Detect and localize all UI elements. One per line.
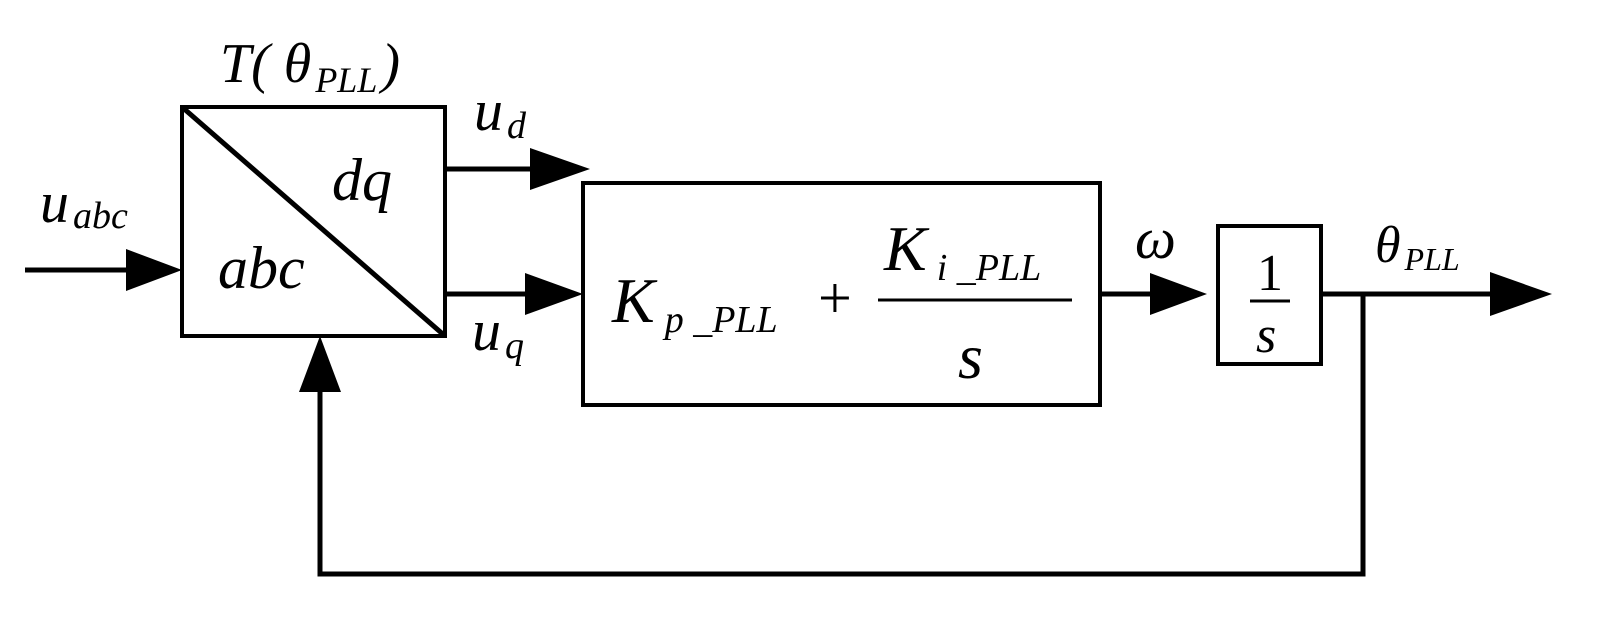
output-arrowhead bbox=[1490, 272, 1552, 316]
ud-arrowhead bbox=[530, 148, 590, 190]
integrator-denominator: s bbox=[1256, 307, 1276, 364]
kp-term: K p _PLL bbox=[611, 265, 778, 341]
omega-label: ω bbox=[1135, 206, 1176, 271]
input-label: u abc bbox=[40, 170, 128, 237]
output-label: θ PLL bbox=[1375, 217, 1460, 277]
ud-label: u d bbox=[474, 78, 527, 147]
ki-term: K i _PLL bbox=[883, 213, 1041, 289]
transform-title: T( θ PLL ) bbox=[220, 33, 400, 100]
integrator-numerator: 1 bbox=[1257, 245, 1283, 302]
uq-arrowhead bbox=[525, 273, 583, 315]
transform-dq-label: dq bbox=[332, 147, 392, 213]
feedback-arrowhead bbox=[299, 336, 341, 392]
omega-arrowhead bbox=[1150, 273, 1207, 315]
input-arrowhead bbox=[126, 249, 182, 291]
feedback-path bbox=[317, 294, 1366, 577]
transform-diagonal bbox=[180, 105, 447, 338]
pi-denominator: s bbox=[958, 321, 983, 392]
uq-label: u q bbox=[472, 298, 524, 367]
transform-abc-label: abc bbox=[218, 235, 305, 301]
integrator-block bbox=[1216, 224, 1323, 366]
pi-controller-block bbox=[581, 181, 1102, 407]
plus-sign: + bbox=[818, 265, 852, 331]
